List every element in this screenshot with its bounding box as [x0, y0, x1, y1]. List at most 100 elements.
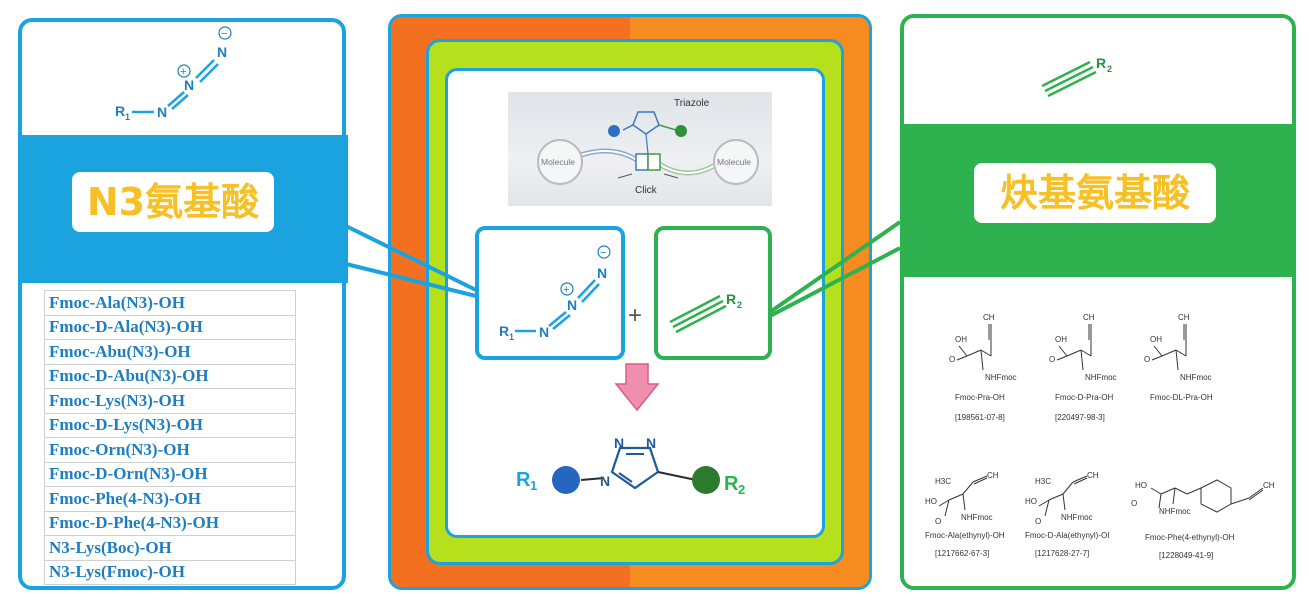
- amino-acid-row: Fmoc-D-Lys(N3)-OH: [44, 412, 296, 438]
- bond: [980, 349, 984, 371]
- compound-name: Fmoc-Phe(4-ethynyl)-OH: [1145, 533, 1235, 542]
- bond: [1056, 355, 1068, 361]
- bond: [944, 499, 950, 517]
- amino-acid-row: Fmoc-Ala(N3)-OH: [44, 290, 296, 316]
- bond: [938, 499, 950, 507]
- bond: [1172, 487, 1176, 505]
- compound-ho: HO: [1025, 497, 1037, 506]
- compound-cas: [1217662-67-3]: [935, 549, 989, 558]
- reagent-n3: N: [597, 265, 607, 281]
- amino-acid-name: Fmoc-Abu(N3)-OH: [44, 339, 296, 365]
- compound-cas: [1217628-27-7]: [1035, 549, 1089, 558]
- compound-ch: CH: [1263, 481, 1275, 490]
- product-r1-label: R: [516, 469, 531, 491]
- azide-structure: R 1 N N N + −: [115, 26, 232, 122]
- alkyne-r-sub: 2: [1107, 64, 1112, 74]
- reagent-n2: N: [567, 297, 577, 313]
- compound-nhfmoc: NHFmoc: [985, 373, 1017, 382]
- bond: [1151, 355, 1163, 361]
- amino-acid-name: Fmoc-D-Orn(N3)-OH: [44, 461, 296, 487]
- amino-acid-name: Fmoc-D-Phe(4-N3)-OH: [44, 510, 296, 536]
- bond: [1062, 481, 1074, 495]
- amino-acid-row: Fmoc-Phe(4-N3)-OH: [44, 486, 296, 512]
- compound-nhfmoc: NHFmoc: [961, 513, 993, 522]
- reagent-alkyne-r-label: R: [726, 291, 736, 307]
- amino-acid-name: Fmoc-D-Abu(N3)-OH: [44, 363, 296, 389]
- azide-amino-acid-title: N3氨基酸: [72, 172, 274, 232]
- bond: [1038, 499, 1050, 507]
- azide-plus-charge: +: [180, 66, 186, 78]
- bond: [1073, 477, 1088, 485]
- bond: [973, 477, 988, 485]
- bond: [1080, 349, 1092, 357]
- product-r2-sub: 2: [738, 482, 745, 497]
- azide-minus-charge: −: [221, 28, 227, 40]
- bond: [1153, 345, 1163, 357]
- bond: [1161, 349, 1177, 357]
- bond: [958, 345, 968, 357]
- bond: [962, 493, 966, 511]
- alkyne-compound-grid: OHOCHNHFmocFmoc-Pra-OH[198561-07-8]OHOCH…: [925, 313, 1275, 560]
- amino-acid-row: Fmoc-Lys(N3)-OH: [44, 388, 296, 414]
- reagent-plus-charge: +: [563, 284, 569, 296]
- compound-methyl: H3C: [1035, 477, 1051, 486]
- amino-acid-name: Fmoc-Lys(N3)-OH: [44, 388, 296, 414]
- compound-cas: [1228049-41-9]: [1159, 551, 1213, 560]
- alkyne-reagent-structure: R 2: [669, 291, 742, 334]
- compound-nhfmoc: NHFmoc: [1159, 507, 1191, 516]
- bond: [972, 475, 988, 483]
- reagent-alkyne-r-sub: 2: [737, 300, 742, 310]
- azide-n1: N: [157, 104, 167, 120]
- compound-name: Fmoc-Pra-OH: [955, 393, 1005, 402]
- triazole-product: N N N R 1 R 2: [516, 435, 745, 497]
- molecule-left-label: Molecule: [541, 157, 575, 167]
- bond: [1072, 475, 1088, 483]
- bond: [948, 493, 964, 501]
- bond: [1186, 487, 1202, 495]
- compound-o: O: [1144, 355, 1150, 364]
- product-n-left: N: [600, 473, 610, 489]
- compound-ho: HO: [925, 497, 937, 506]
- benzene-ring: [1200, 479, 1232, 513]
- reagent-n1: N: [539, 324, 549, 340]
- compound-o: O: [949, 355, 955, 364]
- click-label: Click: [635, 185, 658, 196]
- alkyne-r-label: R: [1096, 55, 1106, 71]
- molecule-right-label: Molecule: [717, 157, 751, 167]
- bond: [962, 481, 974, 495]
- reagent-r-label: R: [499, 323, 509, 339]
- amino-acid-name: Fmoc-D-Lys(N3)-OH: [44, 412, 296, 438]
- compound-ch: CH: [983, 313, 995, 322]
- amino-acid-row: Fmoc-D-Abu(N3)-OH: [44, 363, 296, 389]
- compound-name: Fmoc-D-Ala(ethynyl)-OI: [1025, 531, 1109, 540]
- amino-acid-row: Fmoc-D-Phe(4-N3)-OH: [44, 510, 296, 536]
- compound-ch: CH: [1178, 313, 1190, 322]
- alkyne-amino-acid-title: 炔基氨基酸: [974, 163, 1216, 223]
- amino-acid-row: Fmoc-Abu(N3)-OH: [44, 339, 296, 365]
- bond: [1150, 487, 1162, 495]
- compound-nhfmoc: NHFmoc: [1180, 373, 1212, 382]
- compound-o: O: [935, 517, 941, 526]
- reagent-r-sub: 1: [509, 332, 514, 342]
- compound-nhfmoc: NHFmoc: [1085, 373, 1117, 382]
- amino-acid-row: Fmoc-Orn(N3)-OH: [44, 437, 296, 463]
- amino-acid-name: Fmoc-Orn(N3)-OH: [44, 437, 296, 463]
- compound-oh: OH: [1150, 335, 1162, 344]
- bond: [1175, 349, 1179, 371]
- amino-acid-name: N3-Lys(Boc)-OH: [44, 535, 296, 561]
- compound-name: Fmoc-D-Pra-OH: [1055, 393, 1113, 402]
- alkyne-panel: [900, 14, 1296, 590]
- compound-ch: CH: [1087, 471, 1099, 480]
- alkyne-reagent-box: [654, 226, 772, 360]
- compound-o: O: [1049, 355, 1055, 364]
- compound-cas: [198561-07-8]: [955, 413, 1005, 422]
- bond: [1080, 349, 1084, 371]
- click-reaction-diagram: Molecule Molecule Click Triazole: [537, 98, 759, 196]
- bond: [1248, 487, 1264, 499]
- bond: [956, 355, 968, 361]
- reagent-minus-charge: −: [600, 247, 606, 259]
- azide-n3: N: [217, 44, 227, 60]
- product-n-top-left: N: [614, 435, 624, 451]
- bond: [1160, 487, 1176, 495]
